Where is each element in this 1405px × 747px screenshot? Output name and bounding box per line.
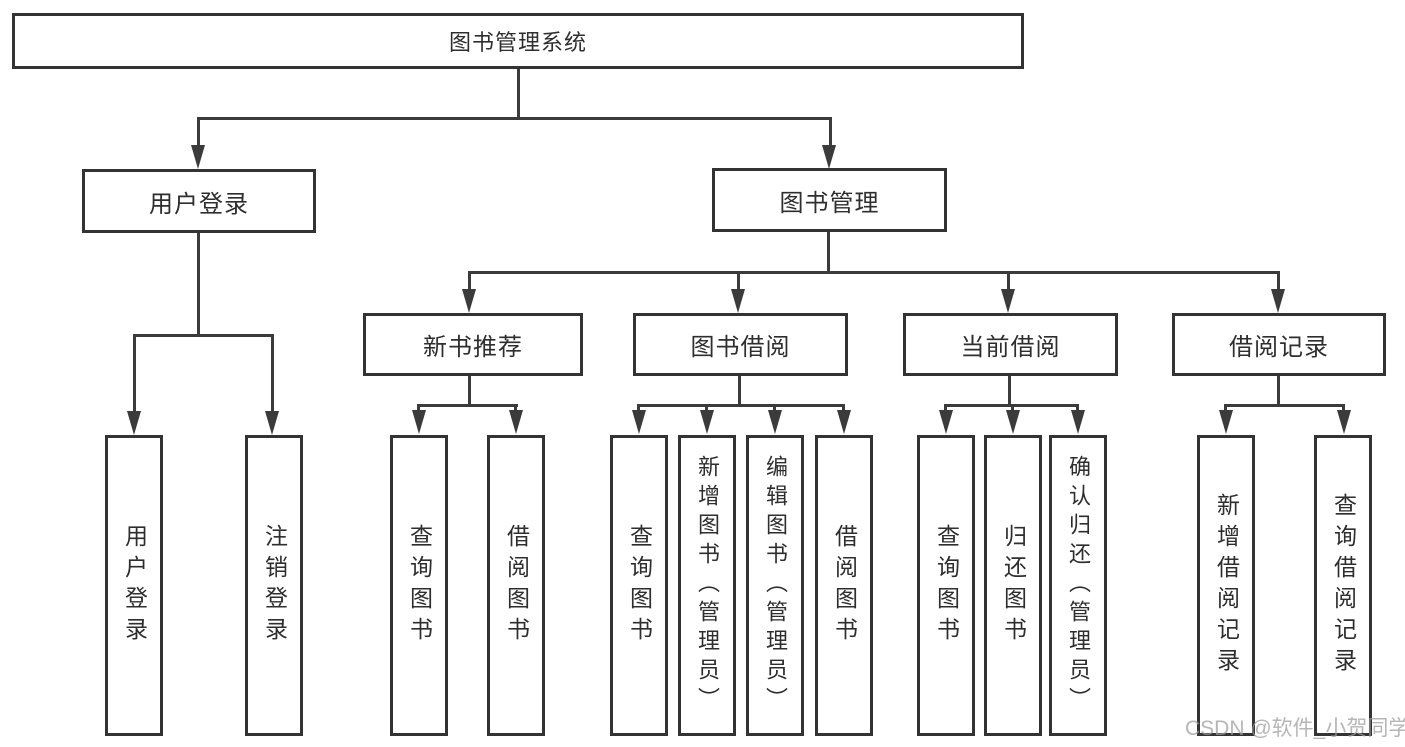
connector-line bbox=[738, 376, 741, 407]
connector-line bbox=[1277, 271, 1280, 291]
arrowhead-down-icon bbox=[768, 410, 782, 434]
node-current-borrow: 当前借阅 bbox=[903, 313, 1118, 376]
leaf-borrow-books: 借阅图书 bbox=[815, 435, 873, 736]
connector-line bbox=[197, 233, 200, 336]
connector-line bbox=[468, 271, 1280, 274]
arrowhead-down-icon bbox=[731, 289, 745, 313]
arrowhead-down-icon bbox=[265, 411, 279, 435]
arrowhead-down-icon bbox=[939, 410, 953, 434]
node-borrow-records: 借阅记录 bbox=[1172, 313, 1386, 376]
node-label: 用户登录 bbox=[149, 190, 249, 218]
node-new-book-recommend: 新书推荐 bbox=[363, 313, 583, 376]
leaf-add-borrow-record: 新增借阅记录 bbox=[1197, 435, 1255, 736]
node-label: 图书借阅 bbox=[690, 334, 791, 361]
connector-line bbox=[271, 334, 274, 412]
leaf-label: 查询图书 bbox=[626, 523, 653, 648]
leaf-label: 确认归还（管理员） bbox=[1066, 455, 1091, 716]
arrowhead-down-icon bbox=[191, 145, 205, 169]
leaf-label: 归还图书 bbox=[1000, 523, 1027, 648]
connector-line bbox=[517, 69, 520, 119]
leaf-label: 借阅图书 bbox=[503, 523, 530, 648]
node-library-management-system: 图书管理系统 bbox=[12, 13, 1024, 69]
leaf-add-books-admin: 新增图书（管理员） bbox=[678, 435, 736, 736]
leaf-query-books-borrow: 查询图书 bbox=[610, 435, 668, 736]
connector-line bbox=[197, 117, 832, 120]
leaf-query-books-recommend: 查询图书 bbox=[390, 435, 448, 736]
leaf-label: 用户登录 bbox=[121, 523, 148, 648]
connector-line bbox=[468, 271, 471, 291]
arrowhead-down-icon bbox=[837, 410, 851, 434]
leaf-label: 编辑图书（管理员） bbox=[763, 455, 788, 716]
arrowhead-down-icon bbox=[1006, 410, 1020, 434]
leaf-label: 注销登录 bbox=[261, 523, 288, 648]
leaf-label: 新增图书（管理员） bbox=[695, 455, 720, 716]
leaf-label: 查询借阅记录 bbox=[1330, 492, 1357, 679]
node-label: 图书管理 bbox=[779, 189, 880, 217]
arrowhead-down-icon bbox=[127, 411, 141, 435]
leaf-confirm-return-admin: 确认归还（管理员） bbox=[1049, 435, 1107, 736]
arrowhead-down-icon bbox=[1071, 410, 1085, 434]
node-label: 借阅记录 bbox=[1229, 334, 1329, 361]
node-user-login: 用户登录 bbox=[82, 169, 316, 233]
connector-line bbox=[827, 232, 830, 273]
connector-line bbox=[197, 117, 200, 149]
leaf-label: 新增借阅记录 bbox=[1213, 492, 1240, 679]
arrowhead-down-icon bbox=[632, 410, 646, 434]
node-label: 新书推荐 bbox=[423, 334, 523, 361]
connector-line bbox=[737, 271, 740, 291]
leaf-user-login: 用户登录 bbox=[105, 435, 163, 736]
connector-line bbox=[637, 404, 845, 407]
arrowhead-down-icon bbox=[412, 410, 426, 434]
connector-line bbox=[133, 334, 274, 337]
node-label: 当前借阅 bbox=[960, 334, 1061, 361]
connector-line bbox=[133, 334, 136, 412]
arrowhead-down-icon bbox=[700, 410, 714, 434]
leaf-borrow-books-recommend: 借阅图书 bbox=[487, 435, 545, 736]
connector-line bbox=[1224, 404, 1345, 407]
node-book-management: 图书管理 bbox=[712, 168, 947, 232]
connector-line bbox=[417, 404, 518, 407]
arrowhead-down-icon bbox=[509, 410, 523, 434]
leaf-label: 借阅图书 bbox=[831, 523, 858, 648]
leaf-query-borrow-record: 查询借阅记录 bbox=[1314, 435, 1372, 736]
leaf-logout: 注销登录 bbox=[245, 435, 303, 736]
connector-line bbox=[1277, 376, 1280, 407]
arrowhead-down-icon bbox=[822, 145, 836, 169]
leaf-query-books-current: 查询图书 bbox=[917, 435, 975, 736]
connector-line bbox=[829, 117, 832, 149]
leaf-label: 查询图书 bbox=[933, 523, 960, 648]
leaf-edit-books-admin: 编辑图书（管理员） bbox=[746, 435, 804, 736]
csdn-watermark: CSDN @软件_小贺同学 bbox=[1185, 717, 1405, 740]
arrowhead-down-icon bbox=[1001, 289, 1015, 313]
connector-line bbox=[468, 376, 471, 407]
connector-line bbox=[1008, 376, 1011, 407]
connector-line bbox=[1007, 271, 1010, 291]
arrowhead-down-icon bbox=[1337, 410, 1351, 434]
node-label: 图书管理系统 bbox=[448, 30, 587, 55]
leaf-return-books: 归还图书 bbox=[984, 435, 1042, 736]
leaf-label: 查询图书 bbox=[406, 523, 433, 648]
arrowhead-down-icon bbox=[1271, 289, 1285, 313]
arrowhead-down-icon bbox=[1219, 410, 1233, 434]
node-book-borrow: 图书借阅 bbox=[633, 313, 848, 376]
arrowhead-down-icon bbox=[462, 289, 476, 313]
